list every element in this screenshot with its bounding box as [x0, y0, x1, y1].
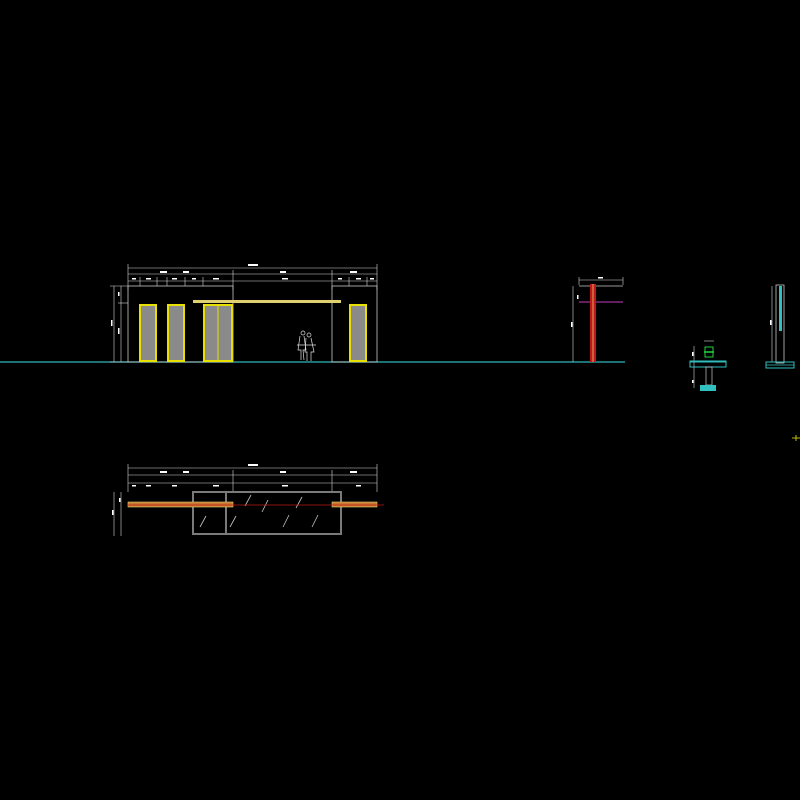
left-plank — [127, 501, 234, 508]
front-elevation — [0, 264, 625, 363]
panel-1 — [139, 304, 157, 362]
canopy-beam — [193, 300, 341, 303]
right-plank — [331, 501, 378, 508]
side-elevation — [571, 277, 624, 362]
front-outline — [127, 285, 378, 363]
footing-detail — [689, 340, 727, 391]
front-left-dimensions — [110, 285, 128, 363]
panel-2 — [167, 304, 185, 362]
north-marker — [792, 435, 800, 441]
panel-4 — [349, 304, 367, 362]
front-panels — [139, 304, 367, 362]
column-detail — [765, 284, 795, 369]
glass-canopy-frame — [192, 491, 342, 535]
plan-view — [112, 464, 384, 536]
footing-base — [700, 385, 716, 391]
front-top-dimensions — [127, 264, 378, 290]
people-figures — [297, 330, 316, 361]
glass-hatching — [199, 494, 319, 528]
plan-top-dimensions — [127, 464, 378, 492]
